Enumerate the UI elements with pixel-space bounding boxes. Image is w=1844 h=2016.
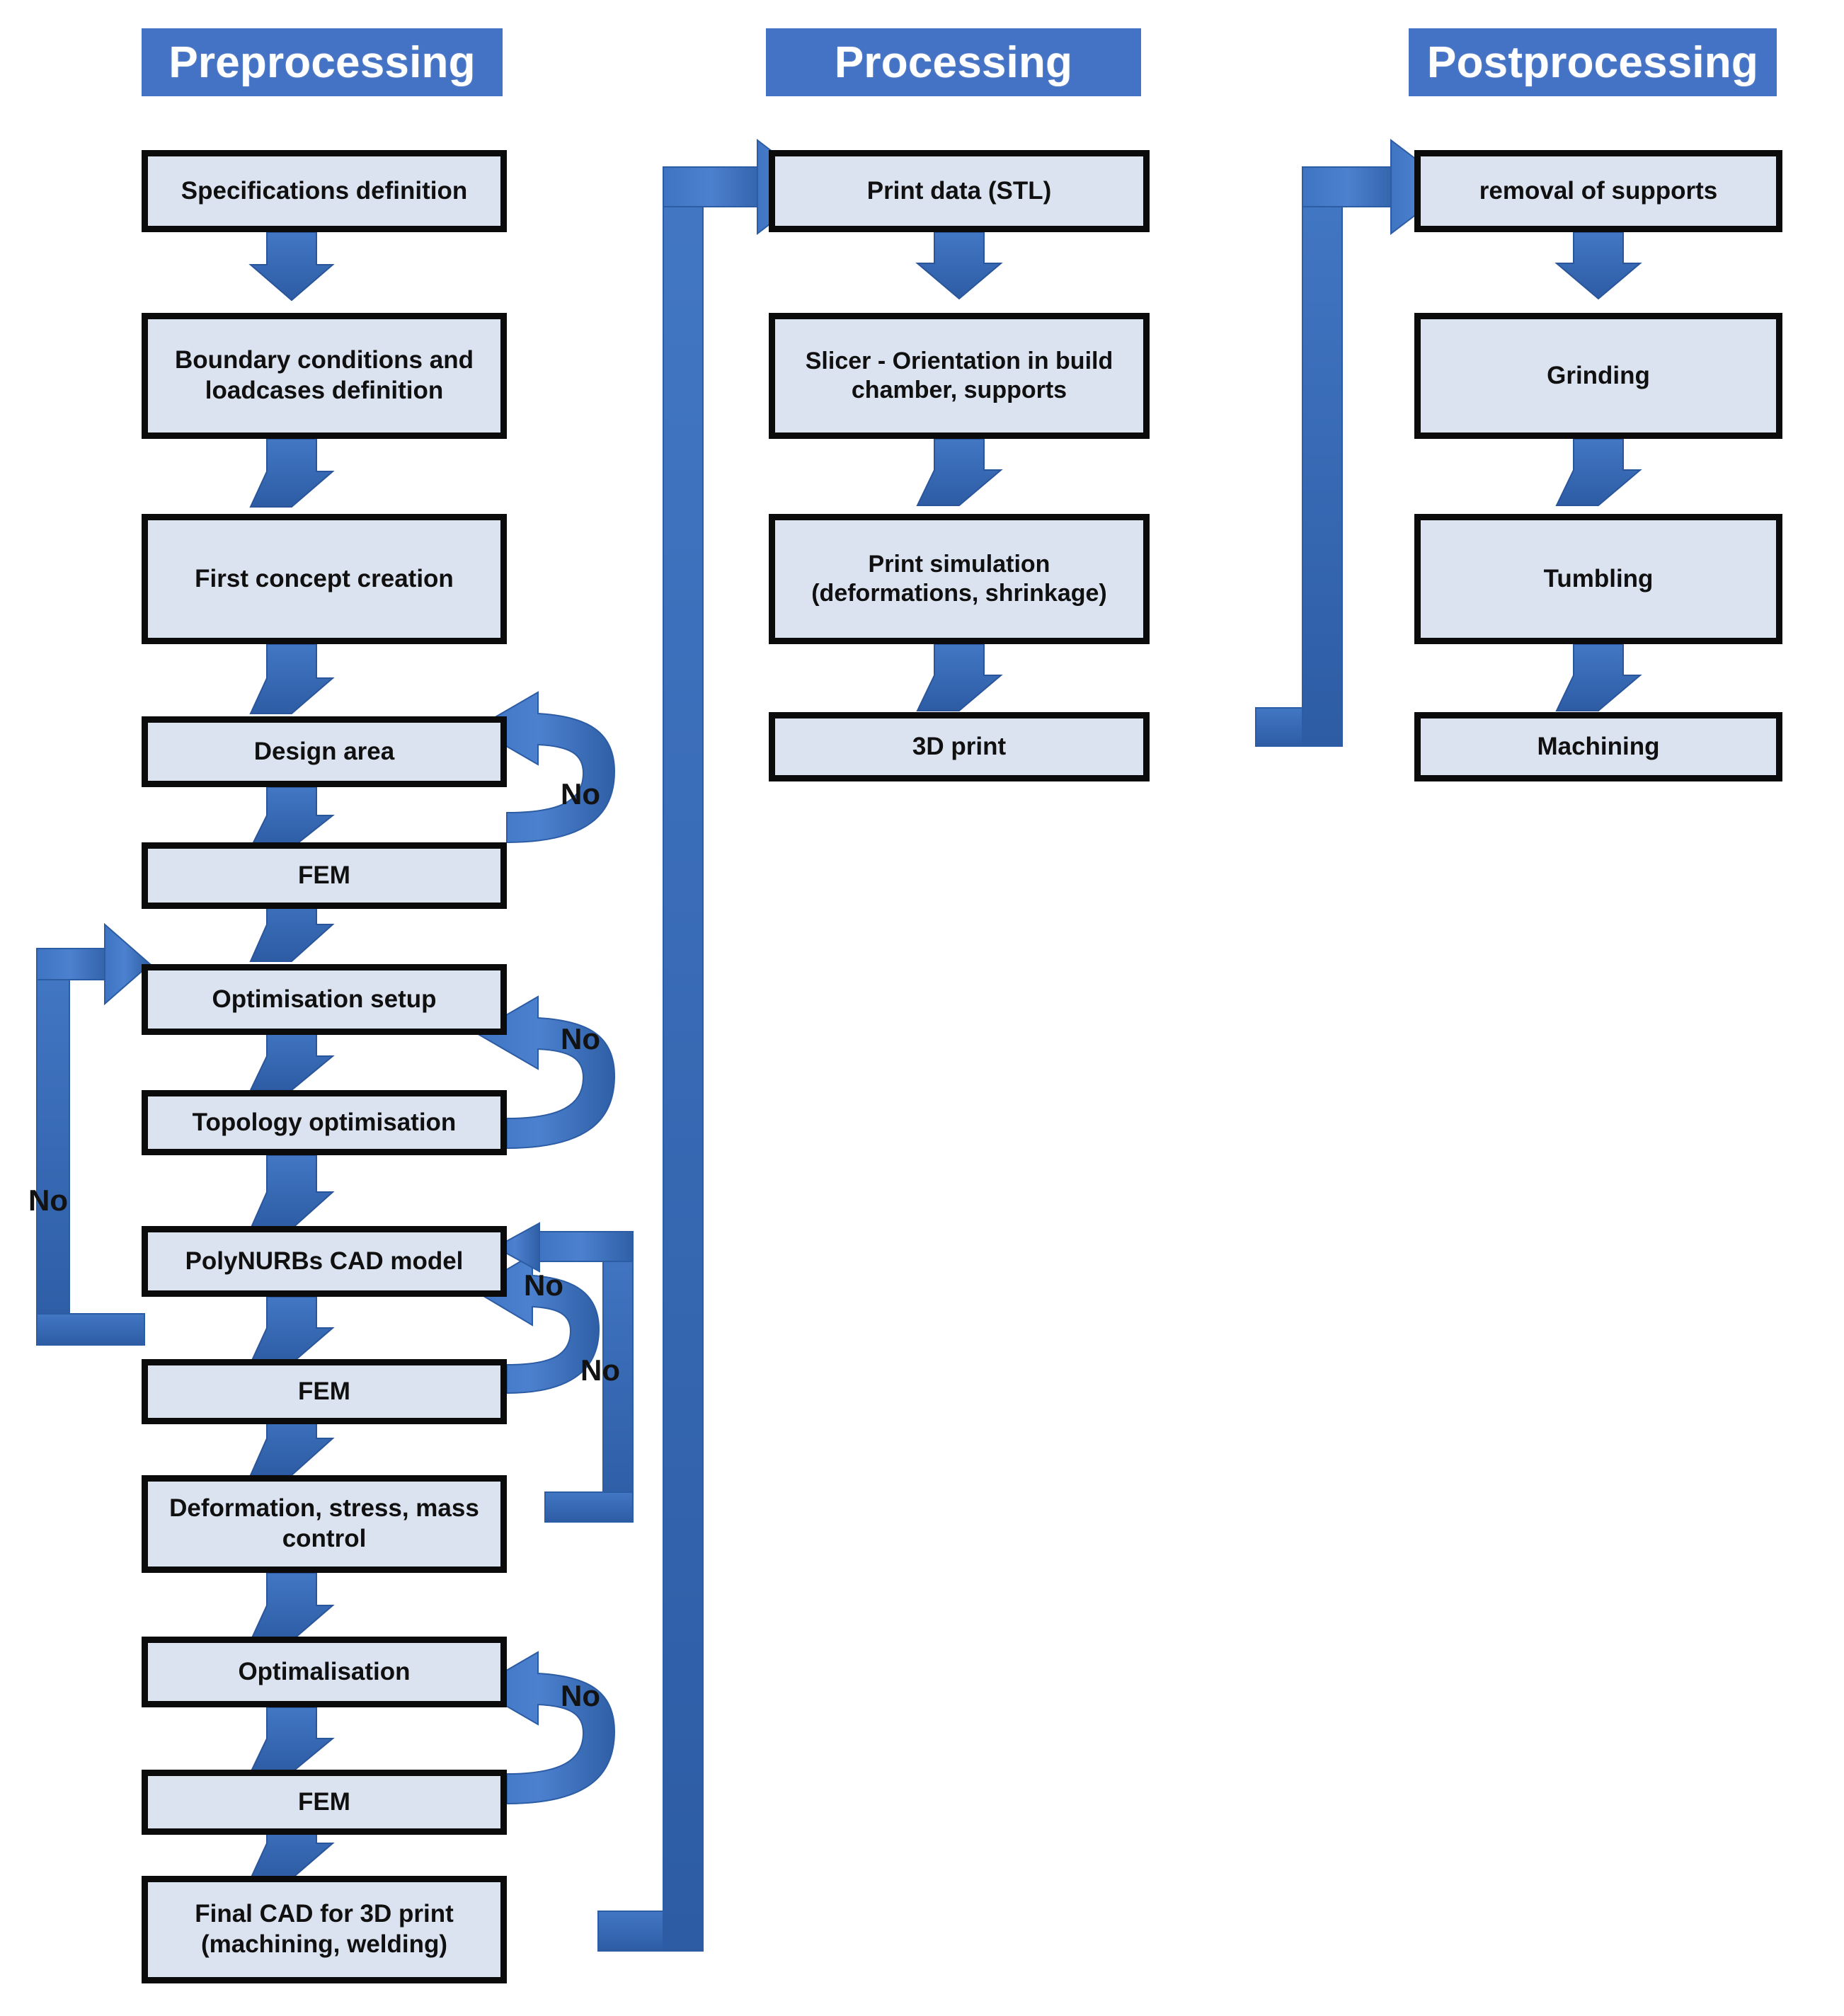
- node-3d-print[interactable]: 3D print: [769, 712, 1150, 781]
- node-fem-2[interactable]: FEM: [142, 1359, 507, 1424]
- arrow-deformation-to-optimalisation: [249, 1572, 335, 1642]
- decision-label-no-deformation: No: [580, 1353, 620, 1387]
- node-optimalisation[interactable]: Optimalisation: [142, 1637, 507, 1707]
- node-print-data-stl[interactable]: Print data (STL): [769, 150, 1150, 232]
- decision-label-no-optimisation-setup: No: [561, 1022, 600, 1055]
- arrow-optimalisation-to-fem3: [249, 1707, 335, 1773]
- arrow-topology-to-polynurbs: [249, 1155, 335, 1230]
- arrow-slicer-to-printsim: [916, 438, 1003, 506]
- arrow-printsim-to-3dprint: [916, 643, 1003, 711]
- lane-header-processing: Processing: [766, 28, 1141, 96]
- feedback-elbow-fem2-to-optsetup: [36, 922, 151, 1346]
- node-fem-1[interactable]: FEM: [142, 842, 507, 909]
- node-slicer-orientation[interactable]: Slicer - Orientation in build chamber, s…: [769, 313, 1150, 439]
- decision-label-no-design-area: No: [561, 777, 600, 811]
- node-grinding[interactable]: Grinding: [1414, 313, 1782, 439]
- arrow-polynurbs-to-fem2: [249, 1296, 335, 1364]
- lane-header-preprocessing: Preprocessing: [142, 28, 503, 96]
- lane-header-postprocessing: Postprocessing: [1409, 28, 1777, 96]
- decision-label-no-left-loop: No: [28, 1184, 68, 1217]
- decision-label-no-polynurbs: No: [524, 1268, 563, 1302]
- node-topology-optimisation[interactable]: Topology optimisation: [142, 1090, 507, 1155]
- decision-label-no-optimalisation: No: [561, 1679, 600, 1712]
- node-deformation-stress-mass-control[interactable]: Deformation, stress, mass control: [142, 1475, 507, 1573]
- arrow-spec-to-boundary: [248, 231, 335, 302]
- node-final-cad-for-3d-print[interactable]: Final CAD for 3D print (machining, weldi…: [142, 1876, 507, 1983]
- node-first-concept-creation[interactable]: First concept creation: [142, 514, 507, 644]
- node-design-area[interactable]: Design area: [142, 716, 507, 787]
- node-boundary-conditions[interactable]: Boundary conditions and loadcases defini…: [142, 313, 507, 439]
- node-machining[interactable]: Machining: [1414, 712, 1782, 781]
- arrow-tumbling-to-machining: [1555, 643, 1642, 711]
- node-optimisation-setup[interactable]: Optimisation setup: [142, 964, 507, 1035]
- arrow-boundary-to-concept: [249, 438, 335, 508]
- node-print-simulation[interactable]: Print simulation (deformations, shrinkag…: [769, 514, 1150, 644]
- arrow-concept-to-designarea: [249, 643, 335, 714]
- node-removal-of-supports[interactable]: removal of supports: [1414, 150, 1782, 232]
- arrow-removal-to-grinding: [1554, 231, 1642, 300]
- node-tumbling[interactable]: Tumbling: [1414, 514, 1782, 644]
- arrow-designarea-to-fem1: [249, 786, 335, 849]
- node-fem-3[interactable]: FEM: [142, 1770, 507, 1835]
- arrow-printdata-to-slicer: [915, 231, 1003, 300]
- arrow-grinding-to-tumbling: [1555, 438, 1642, 506]
- node-polynurbs-cad-model[interactable]: PolyNURBs CAD model: [142, 1226, 507, 1297]
- node-specifications-definition[interactable]: Specifications definition: [142, 150, 507, 232]
